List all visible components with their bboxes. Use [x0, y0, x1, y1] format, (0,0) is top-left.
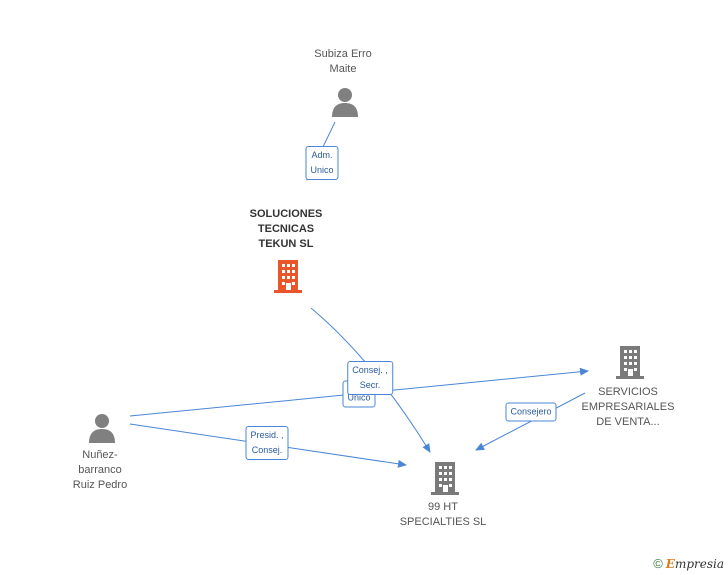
building-icon-main[interactable]: [273, 259, 303, 293]
building-icon-servicios[interactable]: [615, 345, 645, 379]
person-icon[interactable]: [88, 413, 116, 443]
edge-label-consejero[interactable]: Consejero: [505, 402, 557, 422]
edge-servicios-99ht: [475, 392, 586, 451]
node-label-soluciones[interactable]: SOLUCIONES TECNICAS TEKUN SL: [249, 208, 323, 250]
node-label-subiza[interactable]: Subiza Erro Maite: [314, 48, 372, 75]
copyright-icon: ©: [653, 556, 663, 571]
footer-brand: © Empresia: [653, 556, 724, 571]
building-icon-99ht[interactable]: [430, 461, 460, 495]
edge-label-presid-consej[interactable]: Presid. , Consej.: [245, 426, 289, 460]
node-label-nunez[interactable]: Nuñez- barranco Ruiz Pedro: [72, 449, 128, 491]
node-label-99ht[interactable]: 99 HT SPECIALTIES SL: [399, 501, 487, 528]
edge-label-consej-secr[interactable]: Consej. , Secr.: [347, 361, 393, 395]
edge-label-adm-unico[interactable]: Adm. Unico: [305, 146, 339, 180]
person-icon[interactable]: [331, 87, 359, 117]
brand-logo: Empresia: [665, 556, 724, 571]
node-label-servicios[interactable]: SERVICIOS EMPRESARIALES DE VENTA...: [581, 386, 675, 428]
